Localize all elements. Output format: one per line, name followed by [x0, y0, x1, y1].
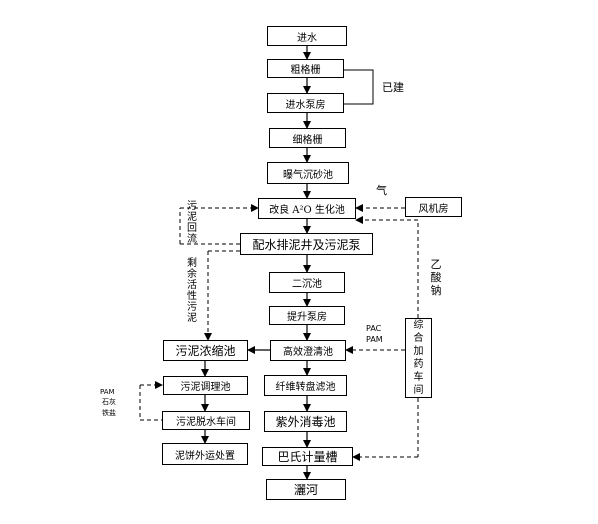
node-gailiang-a2o: 改良 A²O 生化池 — [258, 198, 356, 219]
node-zonghe-jiayao: 综合加药车间 — [405, 318, 432, 398]
yijian-bracket — [344, 69, 374, 105]
label-qi: 气 — [376, 184, 387, 197]
label-pam-small: PAM — [100, 388, 115, 396]
node-bashi-jiliangcao: 巴氏计量槽 — [262, 447, 353, 466]
label-pac: PAC — [366, 324, 382, 333]
node-tisheng-bengfang: 提升泵房 — [269, 306, 345, 325]
label-wuni-huiliu: 污泥回流 — [187, 201, 197, 245]
label-yijian: 已建 — [382, 81, 404, 94]
label-pam: PAM — [366, 335, 383, 344]
node-wuni-nongsuochi: 污泥浓缩池 — [163, 340, 248, 361]
node-xianwei-lvchi: 纤维转盘滤池 — [264, 375, 347, 396]
label-shihui: 石灰 — [102, 398, 116, 406]
node-nibing-waiyun: 泥饼外运处置 — [162, 443, 248, 465]
node-fengjifang: 风机房 — [405, 197, 462, 217]
node-erchenchi: 二沉池 — [269, 272, 345, 293]
label-tieyan: 铁盐 — [102, 409, 116, 417]
node-gaoxiao-chengqingchi: 高效澄清池 — [270, 340, 346, 361]
node-wuni-tuoshui: 污泥脱水车间 — [162, 411, 250, 430]
node-cugeshan: 粗格栅 — [267, 59, 344, 78]
node-jinshui: 进水 — [267, 26, 347, 46]
node-wuni-tiaolichi: 污泥调理池 — [163, 376, 248, 395]
line-yaoji-bracket — [139, 385, 162, 421]
node-xigeshan: 细格栅 — [269, 128, 346, 148]
node-puqi-chenshachi: 曝气沉砂池 — [267, 162, 349, 184]
node-ziwai-xiaoduchi: 紫外消毒池 — [264, 411, 347, 432]
label-yisuanna: 乙酸钠 — [430, 258, 442, 297]
node-jinshui-bengfang: 进水泵房 — [267, 93, 344, 113]
node-peishui-jing: 配水排泥井及污泥泵 — [240, 233, 373, 255]
label-shengyu-wuni: 剩余活性污泥 — [187, 258, 197, 324]
node-paihe: 灑河 — [266, 479, 346, 500]
